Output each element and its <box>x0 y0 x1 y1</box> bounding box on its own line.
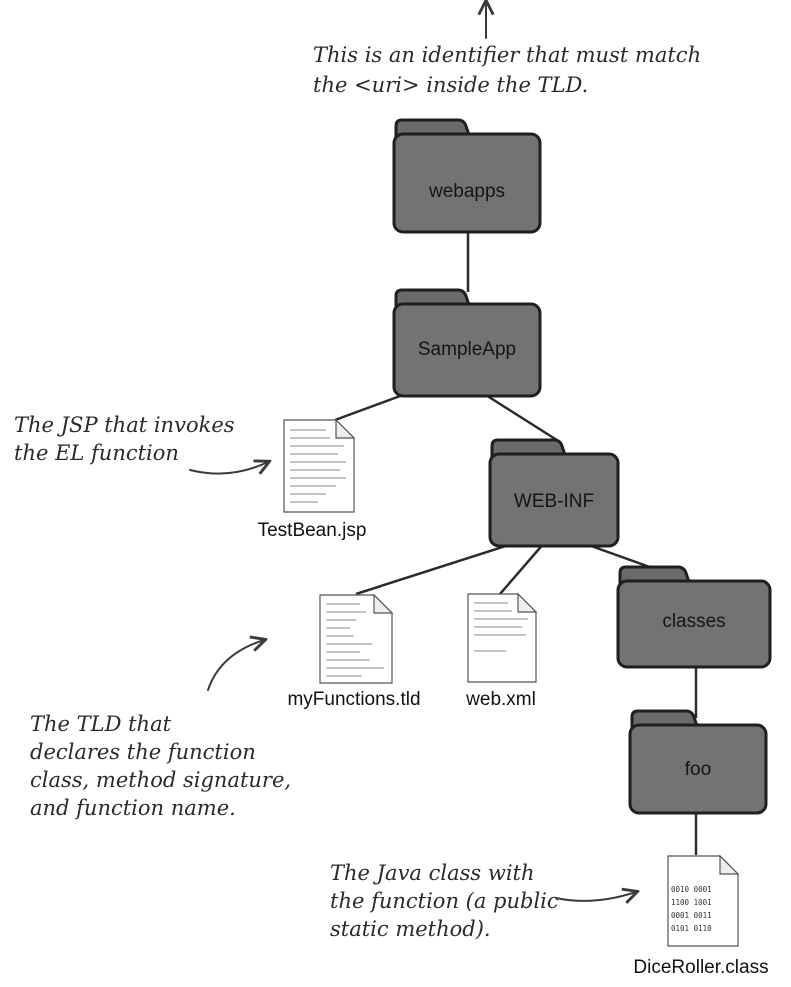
jsp-note-line-1: The JSP that invokes <box>14 413 235 437</box>
arrow-icon <box>189 462 268 474</box>
class-annotation: The Java class with the function (a publ… <box>330 861 636 941</box>
folder-webapps[interactable]: webapps <box>392 118 542 234</box>
binary-line: 0010 0001 <box>671 885 712 894</box>
folder-icon <box>616 565 772 669</box>
folder-icon <box>488 438 620 548</box>
connector-webinf-tld <box>355 540 519 596</box>
file-label: DiceRoller.class <box>633 957 768 978</box>
folder-classes[interactable]: classes <box>616 565 772 669</box>
uri-note-line-2: the <uri> inside the TLD. <box>313 73 588 97</box>
tld-note-line-3: class, method signature, <box>30 768 291 792</box>
document-icon <box>319 593 394 684</box>
class-note-line-1: The Java class with <box>330 861 535 885</box>
tld-note-line-4: and function name. <box>30 796 236 820</box>
binary-line: 0001 0011 <box>671 911 712 920</box>
arrow-icon <box>207 640 264 691</box>
class-note-line-3: static method). <box>330 917 491 941</box>
file-diceroller-class[interactable]: 0010 0001 1100 1001 0001 0011 0101 0110 … <box>633 854 769 978</box>
document-icon <box>467 592 538 683</box>
uri-note-line-1: This is an identifier that must match <box>313 43 701 67</box>
connector-webinf-webxml <box>499 541 546 595</box>
arrow-icon <box>555 892 636 901</box>
folder-label: WEB-INF <box>514 491 594 512</box>
file-web-xml[interactable]: web.xml <box>465 592 538 710</box>
jsp-note-line-2: the EL function <box>14 441 179 465</box>
binary-line: 1100 1001 <box>671 898 712 907</box>
file-myfunctions-tld[interactable]: myFunctions.tld <box>287 593 421 710</box>
tld-annotation: The TLD that declares the function class… <box>30 640 291 820</box>
folder-icon <box>392 288 542 398</box>
class-note-line-2: the function (a public <box>330 889 559 913</box>
folder-foo[interactable]: foo <box>628 709 768 815</box>
folder-label: SampleApp <box>418 339 516 360</box>
folder-icon <box>392 118 542 234</box>
file-testbean-jsp[interactable]: TestBean.jsp <box>258 418 367 541</box>
file-label: TestBean.jsp <box>258 520 367 541</box>
file-label: web.xml <box>465 689 536 710</box>
folder-icon <box>628 709 768 815</box>
binary-line: 0101 0110 <box>671 924 712 933</box>
folder-web-inf[interactable]: WEB-INF <box>488 438 620 548</box>
file-label: myFunctions.tld <box>287 689 420 710</box>
tld-note-line-1: The TLD that <box>30 712 172 736</box>
folder-sampleapp[interactable]: SampleApp <box>392 288 542 398</box>
folder-label: classes <box>662 611 725 632</box>
document-icon <box>283 418 356 513</box>
uri-annotation: This is an identifier that must match th… <box>313 2 701 97</box>
tld-note-line-2: declares the function <box>30 740 256 764</box>
jsp-annotation: The JSP that invokes the EL function <box>14 413 268 474</box>
folder-label: webapps <box>428 181 505 202</box>
folder-label: foo <box>685 759 711 780</box>
binary-document-icon: 0010 0001 1100 1001 0001 0011 0101 0110 <box>667 854 740 947</box>
